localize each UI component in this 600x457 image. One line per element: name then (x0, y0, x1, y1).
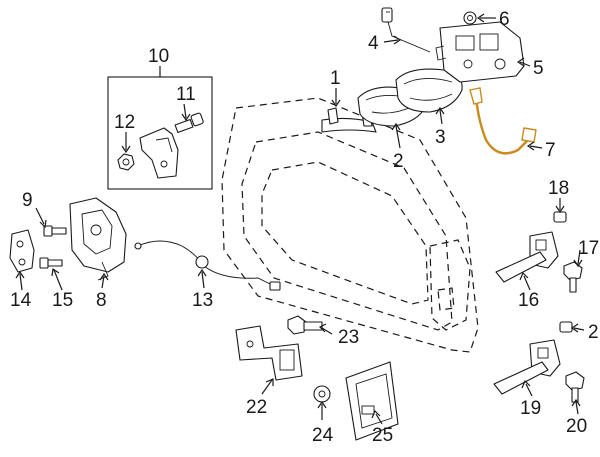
callout-12[interactable]: 12 (114, 112, 135, 133)
callout-9[interactable]: 9 (22, 190, 33, 211)
callout-24[interactable]: 24 (312, 425, 334, 446)
bracket-in-inset (139, 127, 179, 179)
part-7-release-cable (469, 87, 537, 155)
callout-11[interactable]: 11 (176, 84, 196, 105)
callout-4[interactable]: 4 (368, 33, 379, 54)
callout-labels: 1 2 3 4 5 6 7 8 9 10 11 12 13 14 15 16 1… (10, 9, 599, 446)
part-4-lock-rod (381, 7, 431, 53)
part-17-bolt (563, 261, 583, 293)
part-9-screw (43, 225, 67, 237)
callout-22[interactable]: 22 (246, 397, 267, 418)
callout-13[interactable]: 13 (192, 290, 213, 311)
part-20-bolt (565, 371, 585, 403)
callout-10[interactable]: 10 (148, 46, 169, 67)
part-6-grommet (463, 11, 477, 25)
part-15-screw (39, 257, 63, 269)
part-22-hinge (235, 325, 303, 381)
callout-8[interactable]: 8 (96, 290, 107, 311)
part-13-lock-cable (134, 240, 281, 291)
callout-6[interactable]: 6 (499, 9, 510, 30)
part-25-trim-cover (345, 361, 399, 441)
part-3-handle-frame (395, 68, 463, 113)
callout-23[interactable]: 23 (338, 327, 359, 348)
callout-19[interactable]: 19 (520, 398, 541, 419)
part-12-nut (117, 153, 135, 171)
inset-box-part-10 (107, 66, 213, 190)
callout-25[interactable]: 25 (372, 425, 393, 446)
callout-5[interactable]: 5 (533, 58, 544, 79)
part-19-check-strap (493, 339, 561, 395)
callout-3[interactable]: 3 (435, 127, 446, 148)
part-23-bolt (287, 315, 323, 335)
callout-2[interactable]: 2 (393, 151, 404, 172)
callout-20[interactable]: 20 (566, 416, 587, 437)
part-16-check-strap (495, 231, 559, 283)
callout-21[interactable]: 2 (588, 322, 599, 343)
part-21-pin (559, 321, 573, 333)
part-24-washer (313, 385, 331, 403)
callout-16[interactable]: 16 (518, 290, 539, 311)
part-11-bolt (174, 112, 204, 134)
part-8-door-latch (69, 197, 127, 281)
part-18-pin (553, 211, 567, 223)
callout-7[interactable]: 7 (545, 140, 556, 161)
callout-15[interactable]: 15 (52, 290, 73, 311)
callout-1[interactable]: 1 (330, 68, 341, 89)
callout-17[interactable]: 17 (578, 238, 599, 259)
part-14-striker-plate (9, 229, 35, 273)
leader-lines (15, 13, 585, 425)
part-5-handle-carrier (435, 21, 525, 83)
callout-14[interactable]: 14 (10, 290, 32, 311)
callout-18[interactable]: 18 (548, 178, 569, 199)
